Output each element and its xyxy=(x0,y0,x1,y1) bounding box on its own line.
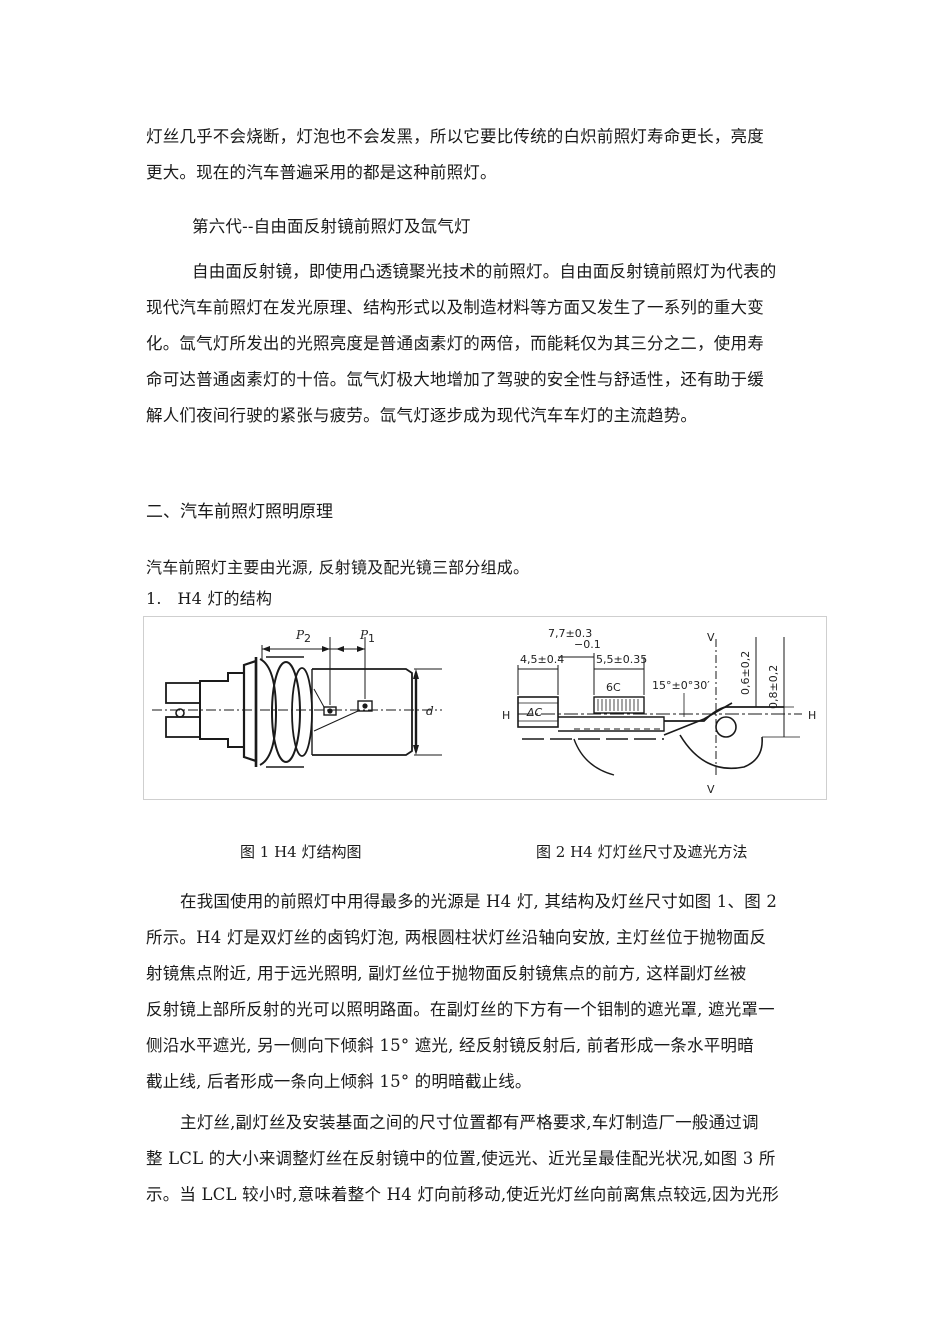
d-label: d xyxy=(426,704,434,718)
text-line: 所示。H4 灯是双灯丝的卤钨灯泡, 两根圆柱状灯丝沿轴向安放, 主灯丝位于抛物面… xyxy=(146,928,767,947)
p2-subscript: 2 xyxy=(304,632,311,645)
dim-top-label: 7,7±0.3 xyxy=(548,627,592,640)
text-line: 侧沿水平遮光, 另一侧向下倾斜 15° 遮光, 经反射镜反射后, 前者形成一条水… xyxy=(146,1036,754,1055)
dim-right1-label: 0,6±0,2 xyxy=(739,651,752,695)
gen6-subheading: 第六代--自由面反射镜前照灯及氙气灯 xyxy=(192,217,471,236)
dim-top-tolerance: −0.1 xyxy=(574,638,601,651)
figure-image: P 2 P 1 d H H V V ΔC xyxy=(143,616,827,800)
paragraph-gen6: 自由面反射镜，即使用凸透镜聚光技术的前照灯。自由面反射镜前照灯为代表的 现代汽车… xyxy=(146,254,806,434)
text-line: 更大。现在的汽车普遍采用的都是这种前照灯。 xyxy=(146,163,497,182)
figure1-drawing: P 2 P 1 d xyxy=(152,628,442,768)
p1-label: P xyxy=(359,628,369,642)
intro-line: 汽车前照灯主要由光源, 反射镜及配光镜三部分组成。 xyxy=(146,558,530,577)
angle-label: 15°±0°30′ xyxy=(652,679,710,692)
paragraph-intro-continuation: 灯丝几乎不会烧断，灯泡也不会发黑，所以它要比传统的白炽前照灯寿命更长，亮度 更大… xyxy=(146,119,806,191)
text-line: 命可达普通卤素灯的十倍。氙气灯极大地增加了驾驶的安全性与舒适性，还有助于缓 xyxy=(146,370,764,389)
text-line: 化。氙气灯所发出的光照亮度是普通卤素灯的两倍，而能耗仅为其三分之二，使用寿 xyxy=(146,334,764,353)
text-line: 在我国使用的前照灯中用得最多的光源是 H4 灯, 其结构及灯丝尺寸如图 1、图 … xyxy=(180,892,778,911)
dim-right2-label: 0,8±0,2 xyxy=(767,665,780,709)
text-line: 整 LCL 的大小来调整灯丝在反射镜中的位置,使远光、近光呈最佳配光状况,如图 … xyxy=(146,1149,776,1168)
paragraph-h4: 在我国使用的前照灯中用得最多的光源是 H4 灯, 其结构及灯丝尺寸如图 1、图 … xyxy=(146,884,806,1100)
v-top-label: V xyxy=(707,631,715,644)
h4-diagrams: P 2 P 1 d H H V V ΔC xyxy=(152,627,816,796)
text-line: 射镜焦点附近, 用于远光照明, 副灯丝位于抛物面反射镜焦点的前方, 这样副灯丝被 xyxy=(146,964,747,983)
dim-mid-label: 5,5±0.35 xyxy=(596,653,647,666)
text-line: 示。当 LCL 较小时,意味着整个 H4 灯向前移动,使近光灯丝向前离焦点较远,… xyxy=(146,1185,779,1204)
text-line: 灯丝几乎不会烧断，灯泡也不会发黑，所以它要比传统的白炽前照灯寿命更长，亮度 xyxy=(146,127,764,146)
text-line: 截止线, 后者形成一条向上倾斜 15° 的明暗截止线。 xyxy=(146,1072,532,1091)
text-line: 自由面反射镜，即使用凸透镜聚光技术的前照灯。自由面反射镜前照灯为代表的 xyxy=(192,262,777,281)
dim-left-label: 4,5±0.4 xyxy=(520,653,564,666)
v-bottom-label: V xyxy=(707,783,715,796)
figure2-drawing: H H V V ΔC xyxy=(502,627,816,796)
6c-label: 6C xyxy=(606,681,621,694)
p1-subscript: 1 xyxy=(368,632,375,645)
text-line: 反射镜上部所反射的光可以照明路面。在副灯丝的下方有一个钼制的遮光罩, 遮光罩一 xyxy=(146,1000,775,1019)
text-line: 主灯丝,副灯丝及安装基面之间的尺寸位置都有严格要求,车灯制造厂一般通过调 xyxy=(180,1113,759,1132)
item-heading: 1. H4 灯的结构 xyxy=(146,589,273,608)
text-line: 解人们夜间行驶的紧张与疲劳。氙气灯逐步成为现代汽车车灯的主流趋势。 xyxy=(146,406,698,425)
delta-c-label: ΔC xyxy=(526,706,543,719)
figure1-caption: 图 1 H4 灯结构图 xyxy=(240,843,362,861)
p2-label: P xyxy=(295,628,305,642)
h-right-label: H xyxy=(808,709,816,722)
section-heading: 二、汽车前照灯照明原理 xyxy=(146,502,333,522)
text-line: 现代汽车前照灯在发光原理、结构形式以及制造材料等方面又发生了一系列的重大变 xyxy=(146,298,764,317)
h-left-label: H xyxy=(502,709,510,722)
figure2-caption: 图 2 H4 灯灯丝尺寸及遮光方法 xyxy=(536,843,748,861)
paragraph-lcl: 主灯丝,副灯丝及安装基面之间的尺寸位置都有严格要求,车灯制造厂一般通过调 整 L… xyxy=(146,1105,806,1213)
